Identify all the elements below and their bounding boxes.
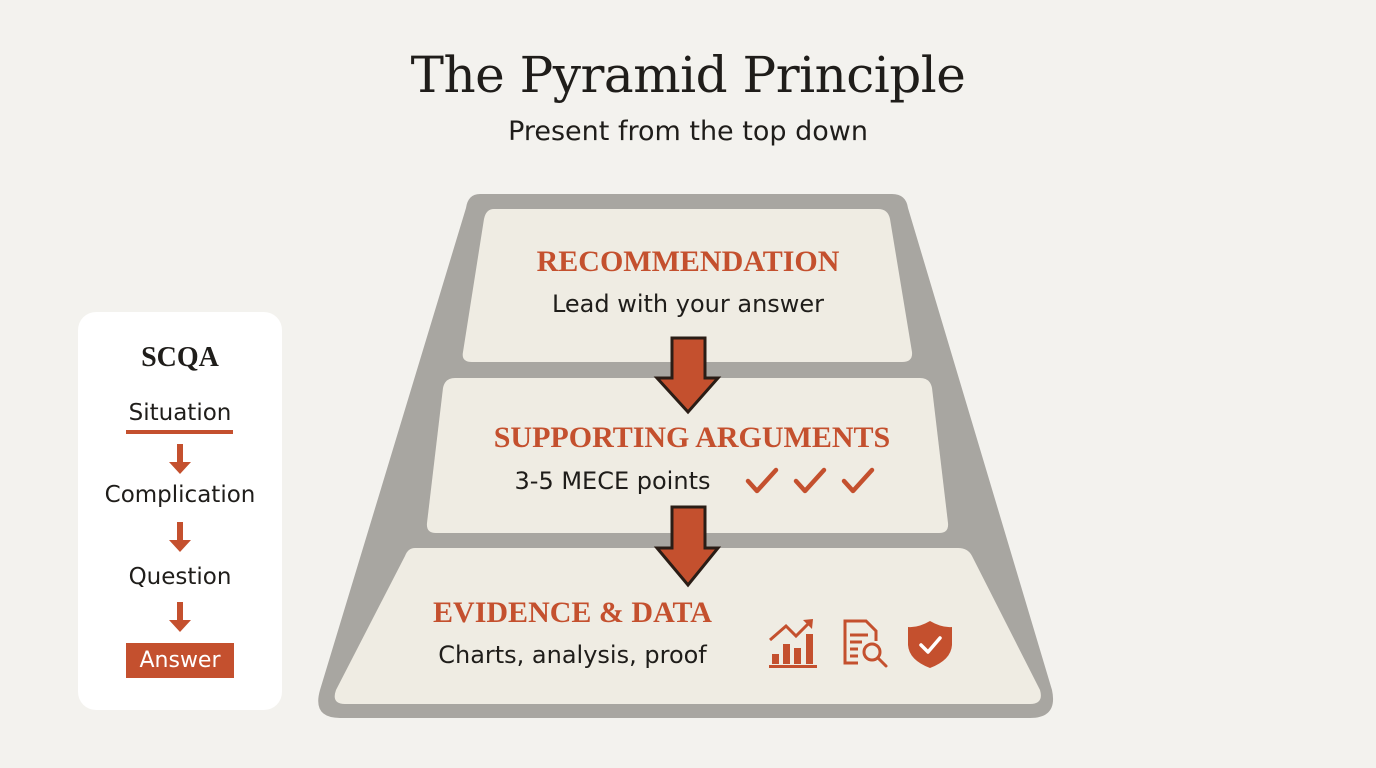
tier-text-evidence: Charts, analysis, proof — [438, 641, 707, 669]
arrow-down-icon — [169, 444, 191, 474]
scqa-answer: Answer — [139, 648, 221, 673]
scqa-question: Question — [128, 564, 232, 590]
arrow-down-icon — [653, 336, 722, 415]
situation-underline — [126, 430, 233, 434]
tier-text-recommendation: Lead with your answer — [551, 290, 825, 318]
arrow-down-icon — [169, 602, 191, 632]
scqa-complication: Complication — [104, 482, 256, 508]
arrow-down-icon — [169, 522, 191, 552]
scqa-answer-box: Answer — [126, 643, 234, 678]
page-subtitle: Present from the top down — [508, 116, 868, 147]
tier-supporting-arguments — [426, 378, 949, 533]
scqa-title: SCQA — [141, 342, 219, 373]
check-icon — [745, 467, 875, 494]
page-title: The Pyramid Principle — [410, 46, 966, 104]
shield-check-icon — [908, 621, 952, 668]
scqa-situation: Situation — [128, 400, 232, 426]
document-search-icon — [843, 619, 888, 668]
tier-heading-evidence: EVIDENCE & DATA — [433, 596, 712, 629]
tier-heading-supporting: SUPPORTING ARGUMENTS — [493, 421, 891, 454]
arrow-down-icon — [653, 505, 722, 588]
scqa-panel: SCQA Situation Complication Question Ans… — [78, 312, 282, 710]
tier-text-supporting: 3-5 MECE points — [514, 467, 711, 495]
tier-evidence — [334, 548, 1041, 704]
tier-heading-recommendation: RECOMMENDATION — [536, 245, 840, 278]
tier-recommendation — [462, 209, 913, 362]
bar-chart-trend-icon — [769, 619, 817, 668]
